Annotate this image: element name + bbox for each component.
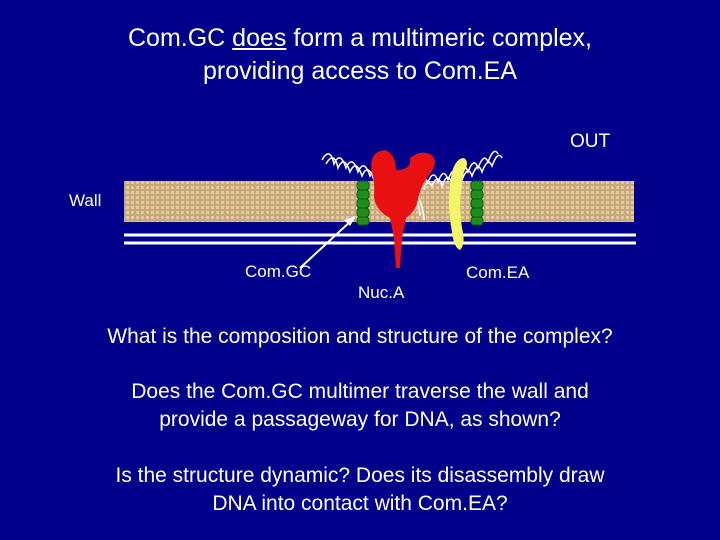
question-passageway: Does the Com.GC multimer traverse the wa…: [131, 380, 589, 431]
wall-label: Wall: [69, 191, 102, 210]
comgc-pointer-line: [299, 219, 353, 269]
comgc-multimer-right: [470, 180, 484, 226]
slide-title: Com.GC does form a multimeric complex, p…: [0, 22, 720, 88]
question-composition: What is the composition and structure of…: [107, 325, 613, 348]
nuca-protein: [371, 150, 435, 268]
comea-protein: [449, 158, 467, 250]
comea-label: Com.EA: [466, 263, 530, 282]
title-line-2: providing access to Com.EA: [202, 57, 518, 85]
comgc-multimer-left: [356, 180, 370, 226]
out-label: OUT: [570, 131, 611, 152]
question-dynamic: Is the structure dynamic? Does its disas…: [115, 464, 605, 515]
comgc-label: Com.GC: [245, 262, 312, 281]
title-emphasis: does: [232, 24, 287, 52]
comgc-pointer-arrowhead: [344, 216, 356, 226]
title-line-1: Com.GC does form a multimeric complex,: [127, 24, 593, 52]
nuca-label: Nuc.A: [358, 283, 405, 302]
